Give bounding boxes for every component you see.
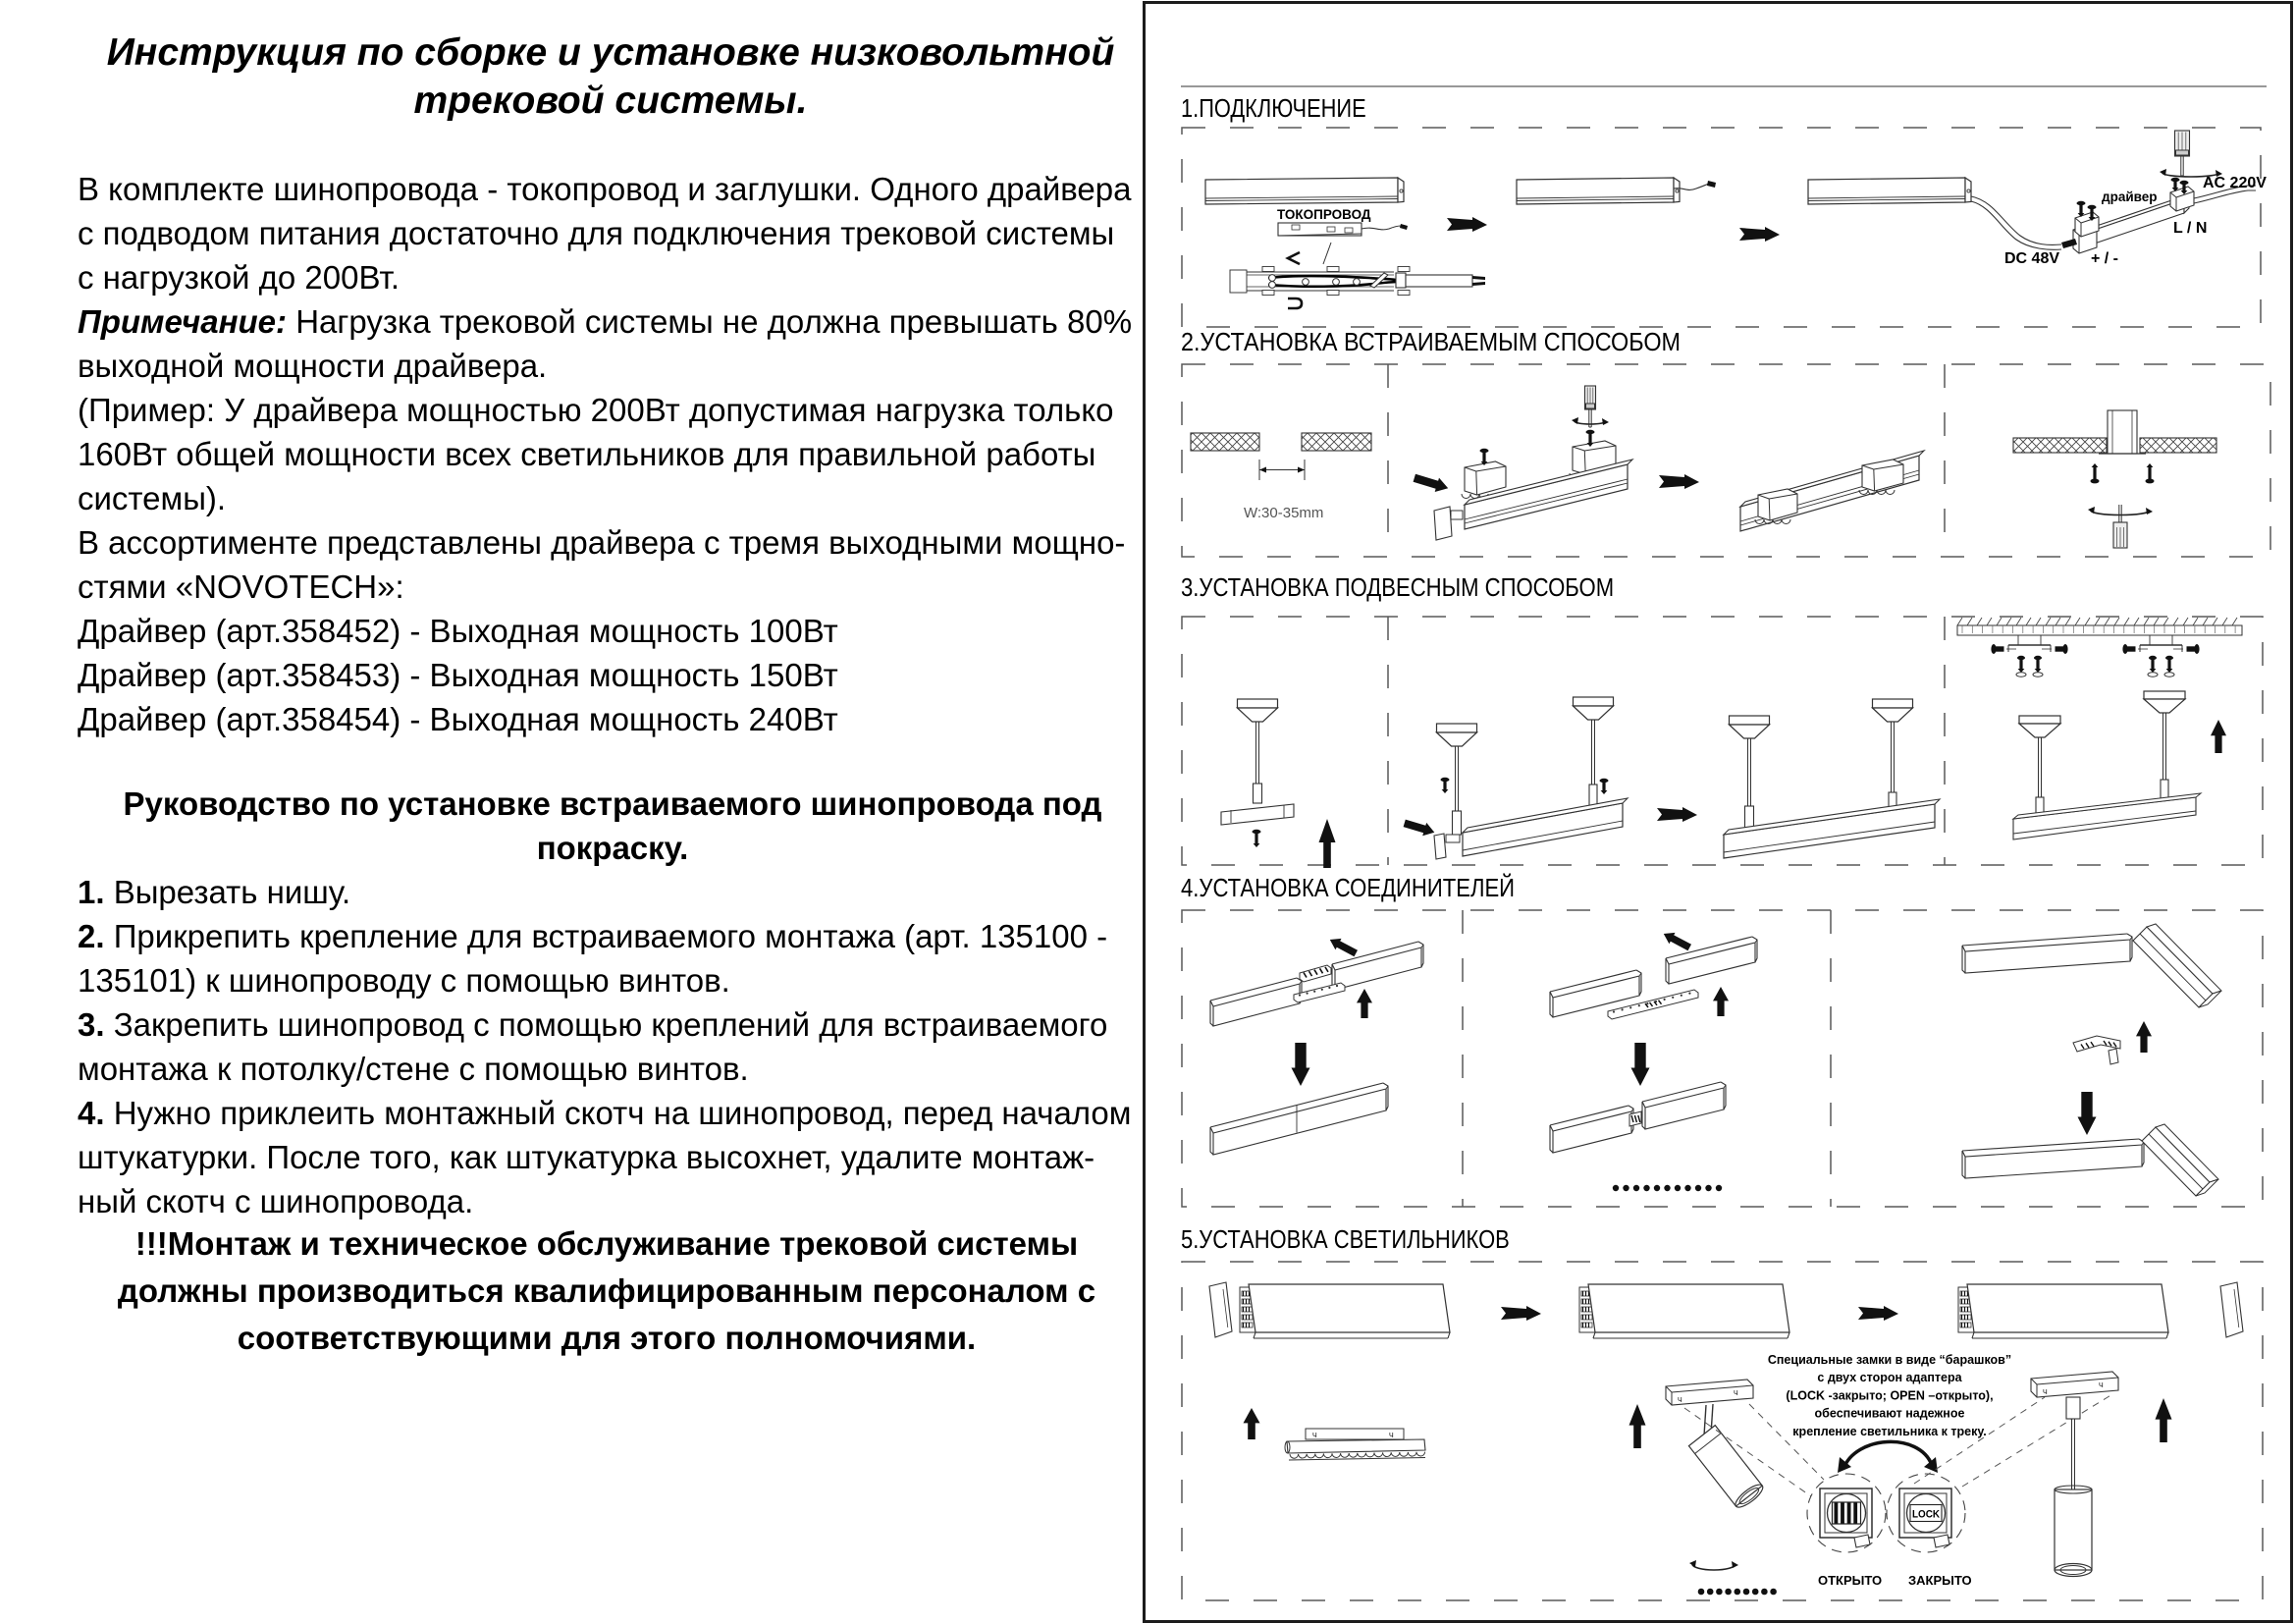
svg-text:Ч: Ч bbox=[1389, 1433, 1394, 1439]
svg-text:LOCK: LOCK bbox=[1912, 1509, 1940, 1521]
svg-text:Специальные замки в виде “бара: Специальные замки в виде “барашков” bbox=[1768, 1353, 2011, 1367]
svg-text:Ч: Ч bbox=[1312, 1433, 1317, 1439]
svg-text:Ч: Ч bbox=[2099, 1382, 2104, 1389]
svg-text:драйвер: драйвер bbox=[2102, 189, 2158, 204]
svg-text:с двух сторон адаптера: с двух сторон адаптера bbox=[1817, 1371, 1962, 1384]
svg-text:4.УСТАНОВКА СОЕДИНИТЕЛЕЙ: 4.УСТАНОВКА СОЕДИНИТЕЛЕЙ bbox=[1181, 873, 1515, 902]
svg-text:крепление светильника к треку.: крепление светильника к треку. bbox=[1792, 1425, 1986, 1438]
svg-text:DC 48V: DC 48V bbox=[2004, 250, 2059, 267]
svg-text:Ч: Ч bbox=[2043, 1389, 2048, 1396]
svg-text:Ч: Ч bbox=[1678, 1397, 1682, 1404]
svg-text:ОТКРЫТО: ОТКРЫТО bbox=[1818, 1573, 1882, 1588]
svg-text:обеспечивают надежное: обеспечивают надежное bbox=[1815, 1407, 1965, 1421]
svg-text:ТОКОПРОВОД: ТОКОПРОВОД bbox=[1277, 207, 1371, 222]
svg-text:1.ПОДКЛЮЧЕНИЕ: 1.ПОДКЛЮЧЕНИЕ bbox=[1181, 94, 1366, 123]
svg-text:L / N: L / N bbox=[2173, 220, 2207, 237]
svg-text:2.УСТАНОВКА ВСТРАИВАЕМЫМ СПОСО: 2.УСТАНОВКА ВСТРАИВАЕМЫМ СПОСОБОМ bbox=[1181, 329, 1681, 356]
svg-text:3.УСТАНОВКА ПОДВЕСНЫМ СПОСОБОМ: 3.УСТАНОВКА ПОДВЕСНЫМ СПОСОБОМ bbox=[1181, 573, 1614, 602]
svg-text:AC 220V: AC 220V bbox=[2203, 175, 2267, 191]
svg-text:W:30-35mm: W:30-35mm bbox=[1244, 505, 1323, 521]
svg-text:ЗАКРЫТО: ЗАКРЫТО bbox=[1908, 1573, 1972, 1588]
svg-text:+ / -: + / - bbox=[2091, 250, 2118, 267]
svg-text:Ч: Ч bbox=[1734, 1390, 1738, 1397]
svg-text:5.УСТАНОВКА СВЕТИЛЬНИКОВ: 5.УСТАНОВКА СВЕТИЛЬНИКОВ bbox=[1181, 1225, 1510, 1254]
svg-text:(LOCK -закрыто; OPEN –открыто): (LOCK -закрыто; OPEN –открыто), bbox=[1786, 1388, 1993, 1402]
